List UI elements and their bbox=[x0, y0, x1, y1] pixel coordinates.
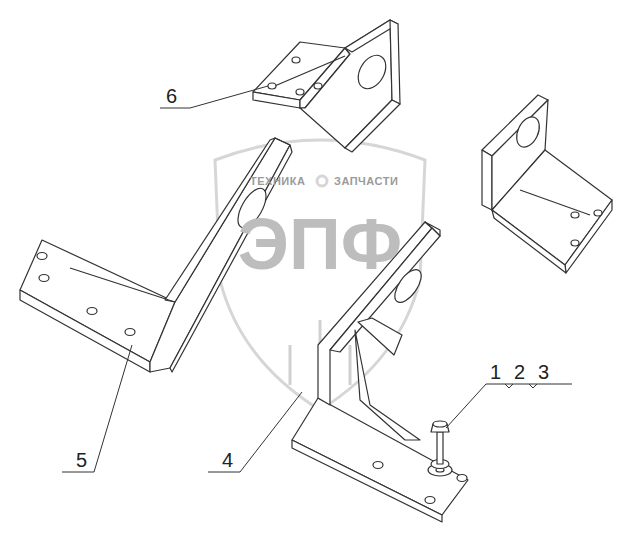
bracket-6 bbox=[253, 20, 400, 152]
callout-number: 1 bbox=[490, 362, 501, 382]
watermark-text: ТЕХНИКА bbox=[250, 176, 305, 187]
callout-number: 2 bbox=[514, 362, 525, 382]
callout-number: 6 bbox=[166, 86, 177, 106]
callout-number: 4 bbox=[222, 450, 233, 470]
watermark-text: ЗАПЧАСТИ bbox=[334, 176, 398, 187]
callout-number: 5 bbox=[76, 450, 87, 470]
watermark-logo: ЭПФ bbox=[220, 208, 420, 280]
bolt-assembly bbox=[428, 421, 452, 476]
bracket-mirror bbox=[482, 95, 612, 273]
leader-lines bbox=[62, 86, 572, 472]
callout-number: 3 bbox=[538, 362, 549, 382]
